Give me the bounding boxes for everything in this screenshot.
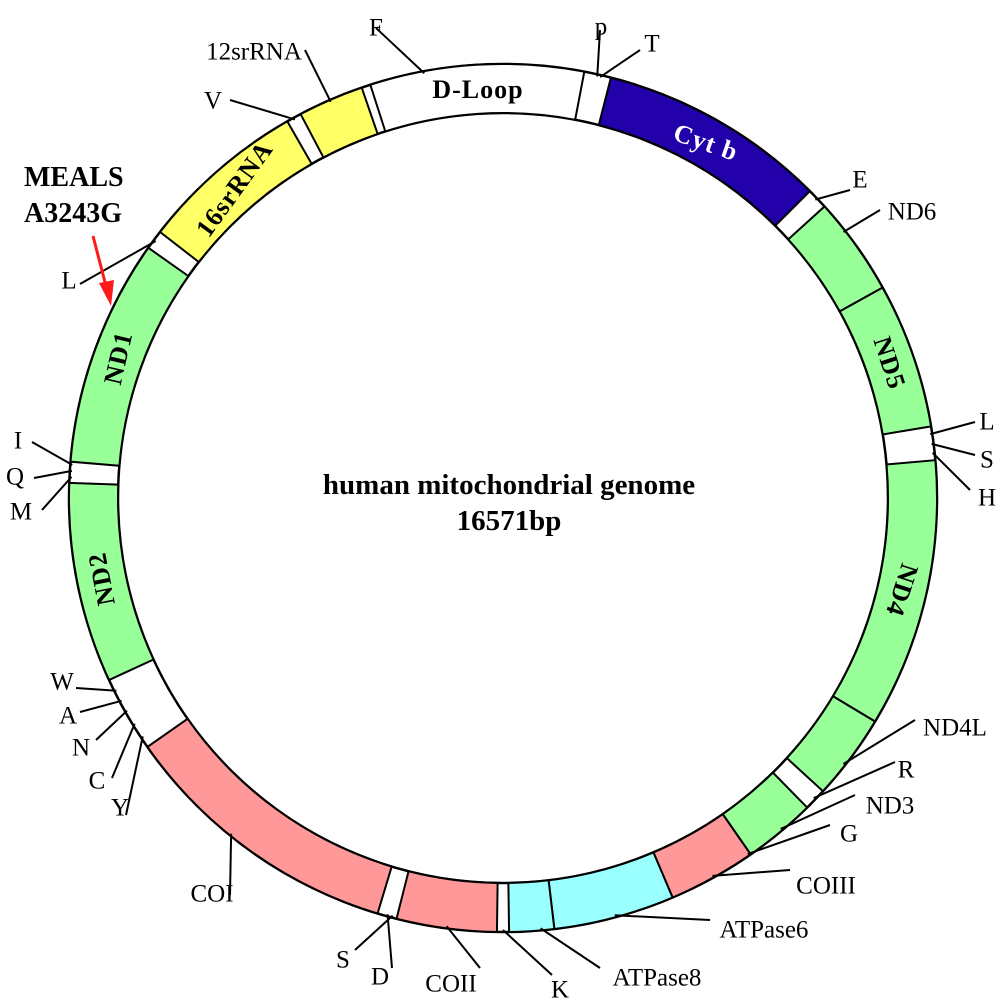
gene-outer-label-h: H <box>978 485 996 512</box>
gene-outer-label-m: M <box>10 499 32 526</box>
gene-outer-label-y: Y <box>111 795 129 822</box>
leader-line-m <box>41 476 73 511</box>
leader-line-coii <box>445 925 481 969</box>
gene-segment-nd4l <box>785 694 877 793</box>
gene-outer-label-coi: COI <box>190 881 233 908</box>
leader-line-y <box>125 736 144 816</box>
leader-line-nd6 <box>842 209 881 233</box>
mutation-arrow-icon <box>91 235 114 306</box>
leader-line-g <box>747 824 831 855</box>
gene-outer-label-coii: COII <box>425 971 476 998</box>
leader-line-coi <box>229 833 233 896</box>
gene-segment-coi <box>146 717 393 915</box>
gene-outer-label-e: E <box>852 167 867 194</box>
leader-line-q <box>33 469 73 479</box>
leader-lines <box>31 27 976 976</box>
gene-segment-cyt-b <box>597 76 812 228</box>
leader-line-l <box>79 240 157 285</box>
leader-line-coiii <box>712 869 791 877</box>
gene-outer-label-nd6: ND6 <box>888 199 937 226</box>
leader-line-nd4l <box>842 719 916 765</box>
gene-segment-atpase8 <box>507 879 556 933</box>
leader-line-f <box>375 27 425 74</box>
gene-outer-label-s: S <box>336 947 350 974</box>
genome-ring <box>67 62 939 934</box>
leader-line-w <box>75 687 117 692</box>
leader-line-i <box>31 441 73 466</box>
mutation-disease-label: MEALS <box>24 162 124 193</box>
leader-line-p <box>596 29 601 77</box>
gene-outer-label-w: W <box>50 669 74 696</box>
mutation-position-label: A3243G <box>24 198 122 229</box>
genome-title: human mitochondrial genome <box>323 469 695 501</box>
leader-line-atpase8 <box>540 927 601 969</box>
gene-segment-nd1 <box>69 246 190 467</box>
gene-segment-nd5 <box>838 286 933 436</box>
gene-outer-label-v: V <box>204 88 222 115</box>
leader-line-v <box>229 99 296 121</box>
gene-outer-label-a: A <box>59 703 77 730</box>
leader-line-nd3 <box>780 794 856 830</box>
gene-outer-label-n: N <box>72 735 90 762</box>
gene-outer-label-l: L <box>979 409 994 436</box>
gene-outer-label-g: G <box>840 821 858 848</box>
gene-segment-d-loop <box>369 63 586 133</box>
leader-line-d <box>386 914 393 969</box>
gene-outer-label-atpase6: ATPase6 <box>720 917 809 944</box>
genome-size: 16571bp <box>457 505 562 537</box>
gene-outer-label-nd4l: ND4L <box>923 715 987 742</box>
gene-outer-label-s: S <box>980 447 994 474</box>
leader-line-s <box>931 442 976 456</box>
gene-segment-nd2 <box>68 481 155 682</box>
leader-line-t <box>599 49 641 78</box>
leader-line-s <box>354 914 394 951</box>
leader-line-12srrna <box>304 49 332 103</box>
gene-outer-label-nd3: ND3 <box>866 793 915 820</box>
gene-outer-label-q: Q <box>6 464 24 491</box>
leader-line-l <box>929 421 976 436</box>
gene-outer-label-12srrna: 12srRNA <box>206 39 302 66</box>
gene-outer-label-l: L <box>61 268 76 295</box>
leader-line-a <box>79 699 122 713</box>
leader-line-k <box>502 929 553 976</box>
gene-outer-label-f: F <box>369 15 383 42</box>
gene-outer-label-c: C <box>89 768 106 795</box>
leader-line-atpase6 <box>614 914 711 921</box>
leader-line-n <box>95 709 128 741</box>
gene-outer-label-coiii: COIII <box>796 873 856 900</box>
gene-outer-label-d: D <box>371 964 389 991</box>
gene-outer-label-r: R <box>898 757 915 784</box>
gene-segment-coii <box>395 870 499 933</box>
gene-label-d-loop: D-Loop <box>432 75 523 104</box>
leader-line-r <box>813 761 896 800</box>
gene-outer-label-i: I <box>14 428 22 455</box>
gene-outer-label-atpase8: ATPase8 <box>613 965 702 992</box>
gene-outer-label-k: K <box>551 977 569 1000</box>
mutation-callout: MEALS A3243G <box>24 162 124 306</box>
leader-line-c <box>111 723 136 779</box>
gene-outer-label-t: T <box>644 31 659 58</box>
gene-outer-label-p: p <box>595 14 608 41</box>
gene-segment-16srrna <box>158 120 314 264</box>
leader-line-e <box>815 189 851 201</box>
leader-line-h <box>931 452 971 491</box>
center-caption: human mitochondrial genome 16571bp <box>323 469 695 537</box>
gene-segment-12srrna <box>299 86 379 159</box>
